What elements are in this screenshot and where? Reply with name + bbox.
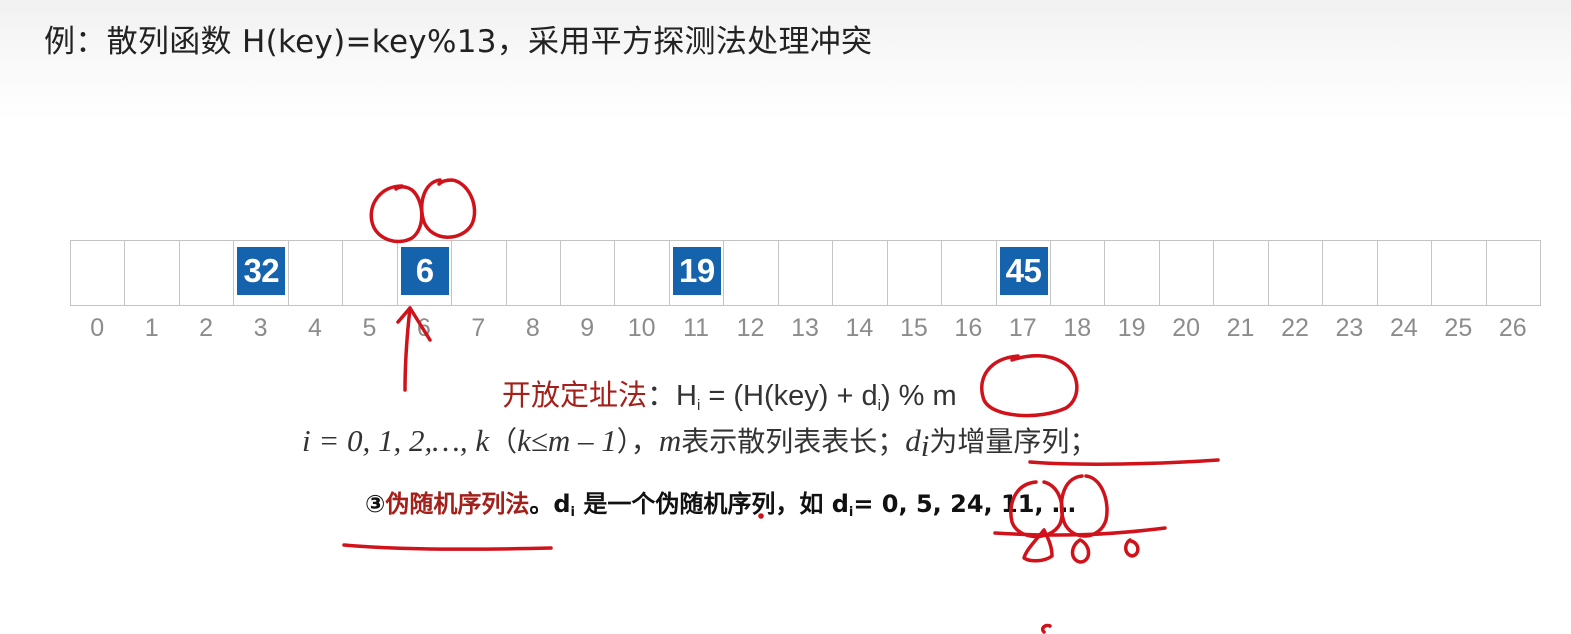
d-symbol: d bbox=[553, 490, 571, 518]
annotation-underline-method bbox=[342, 543, 553, 551]
slot-index-label: 9 bbox=[580, 314, 595, 342]
hash-slot: 19 bbox=[668, 240, 725, 306]
slot-index-label: 25 bbox=[1444, 314, 1473, 342]
hash-slot bbox=[505, 240, 562, 306]
formula-h: H bbox=[676, 380, 697, 412]
annotation-circle-5 bbox=[1009, 480, 1065, 539]
hash-slot bbox=[70, 240, 126, 306]
annotation-mark-4 bbox=[1040, 623, 1052, 634]
annotation-underline-sequence bbox=[993, 526, 1167, 537]
hash-slot bbox=[1158, 240, 1215, 306]
slot-index-label: 17 bbox=[1008, 314, 1037, 342]
stored-key: 45 bbox=[999, 247, 1048, 295]
slot-index-label: 13 bbox=[791, 314, 819, 342]
circled-marker: ③ bbox=[365, 490, 386, 518]
slot-index-label: 1 bbox=[144, 314, 159, 342]
annotation-mark-1 bbox=[1022, 528, 1054, 563]
hash-slot: 32 bbox=[233, 240, 290, 306]
formula-close: ) bbox=[880, 380, 891, 412]
hash-slot bbox=[1485, 240, 1542, 306]
m-description: 表示散列表表长； bbox=[681, 425, 906, 458]
hash-slot bbox=[723, 240, 780, 306]
hash-slot bbox=[777, 240, 834, 306]
slot-index-label: 10 bbox=[627, 314, 656, 342]
hash-slot bbox=[886, 240, 943, 306]
open-addressing-formula: 开放定址法：Hi = (H(key) + di) % m bbox=[502, 372, 957, 414]
slot-index-label: 3 bbox=[253, 314, 268, 342]
slot-index-label: 16 bbox=[954, 314, 983, 342]
annotation-circle-left bbox=[369, 184, 424, 244]
hash-slot bbox=[560, 240, 616, 306]
slot-index-label: 19 bbox=[1117, 314, 1146, 342]
hash-slot bbox=[1267, 240, 1324, 306]
slot-index-label: 0 bbox=[90, 314, 105, 342]
m-variable: m bbox=[658, 423, 682, 458]
pseudo-random-method: ③伪随机序列法。di 是一个伪随机序列，如 di= 0, 5, 24, 11, … bbox=[365, 484, 1076, 520]
formula-colon: ： bbox=[647, 380, 677, 412]
slot-index-label: 12 bbox=[736, 314, 765, 342]
hash-slot bbox=[342, 240, 399, 306]
method-name: 开放定址法 bbox=[502, 380, 648, 412]
slot-index-label: 2 bbox=[199, 314, 214, 342]
formula-middle: = (H(key) + d bbox=[700, 380, 878, 412]
formula-h-subscript: i bbox=[696, 397, 701, 414]
condition-close: ）， bbox=[616, 425, 659, 458]
condition-expression: k≤m – 1 bbox=[517, 423, 617, 458]
d-variable-subscript: i bbox=[920, 428, 930, 463]
hash-slot bbox=[1050, 240, 1106, 306]
annotation-arrow-head bbox=[396, 306, 432, 342]
annotation-mark-3 bbox=[1124, 538, 1140, 558]
slot-index-label: 24 bbox=[1389, 314, 1418, 342]
example-sequence: = 0, 5, 24, 11, … bbox=[853, 490, 1076, 518]
slot-index-label: 7 bbox=[471, 314, 486, 342]
annotation-circle-mod bbox=[980, 354, 1079, 418]
annotation-mark-2 bbox=[1070, 538, 1091, 564]
slot-index-label: 14 bbox=[845, 314, 874, 342]
slot-index-label: 20 bbox=[1172, 314, 1200, 342]
d-description: 为增量序列； bbox=[929, 425, 1098, 458]
d-symbol-subscript-2: i bbox=[848, 505, 854, 520]
hash-slot bbox=[1322, 240, 1379, 306]
slot-index-label: 22 bbox=[1281, 314, 1309, 342]
pseudo-random-description: 是一个伪随机序列，如 d bbox=[574, 490, 849, 518]
d-variable: d bbox=[905, 423, 921, 458]
hash-table: 32 6 19 45 bbox=[70, 240, 1542, 306]
formula-d-subscript: i bbox=[877, 397, 881, 414]
annotation-arrow-shaft bbox=[403, 306, 412, 392]
annotation-dot bbox=[758, 513, 764, 519]
d-symbol-subscript: i bbox=[570, 505, 575, 520]
hash-slot: 45 bbox=[995, 240, 1052, 306]
formula-mod: % m bbox=[890, 380, 957, 412]
slot-index-label: 5 bbox=[362, 314, 377, 342]
annotation-circle-24 bbox=[1059, 474, 1109, 538]
variable-definitions: i = 0, 1, 2,…, k（k≤m – 1），m表示散列表表长；di为增量… bbox=[302, 420, 1097, 464]
header-band bbox=[0, 0, 1571, 120]
hash-slot: 6 bbox=[396, 240, 453, 306]
pseudo-random-method-name: 伪随机序列法 bbox=[385, 490, 530, 518]
condition-open: （ bbox=[489, 425, 518, 458]
stored-key: 6 bbox=[400, 247, 449, 295]
page-title: 例：散列函数 H(key)=key%13，采用平方探测法处理冲突 bbox=[44, 24, 873, 60]
stored-key: 19 bbox=[672, 247, 721, 295]
annotation-circle-right bbox=[419, 178, 477, 239]
slot-index-label: 4 bbox=[308, 314, 322, 342]
slot-index-label: 21 bbox=[1226, 314, 1255, 342]
hash-slot bbox=[832, 240, 889, 306]
slot-index-label: 23 bbox=[1335, 314, 1364, 342]
range-expression: i = 0, 1, 2,…, k bbox=[302, 423, 490, 458]
hash-slot bbox=[287, 240, 344, 306]
slot-index-label: 26 bbox=[1498, 314, 1527, 342]
stored-key: 32 bbox=[237, 247, 286, 295]
annotation-underline-delta bbox=[1028, 458, 1220, 466]
hash-slot bbox=[1376, 240, 1433, 306]
slot-index-label: 11 bbox=[683, 314, 710, 342]
method-period: 。 bbox=[529, 490, 554, 518]
slot-index-label: 18 bbox=[1063, 314, 1092, 342]
slot-index-label: 15 bbox=[899, 314, 928, 342]
hash-slot bbox=[614, 240, 671, 306]
slot-index-label: 8 bbox=[525, 314, 540, 342]
hash-slot bbox=[1104, 240, 1161, 306]
